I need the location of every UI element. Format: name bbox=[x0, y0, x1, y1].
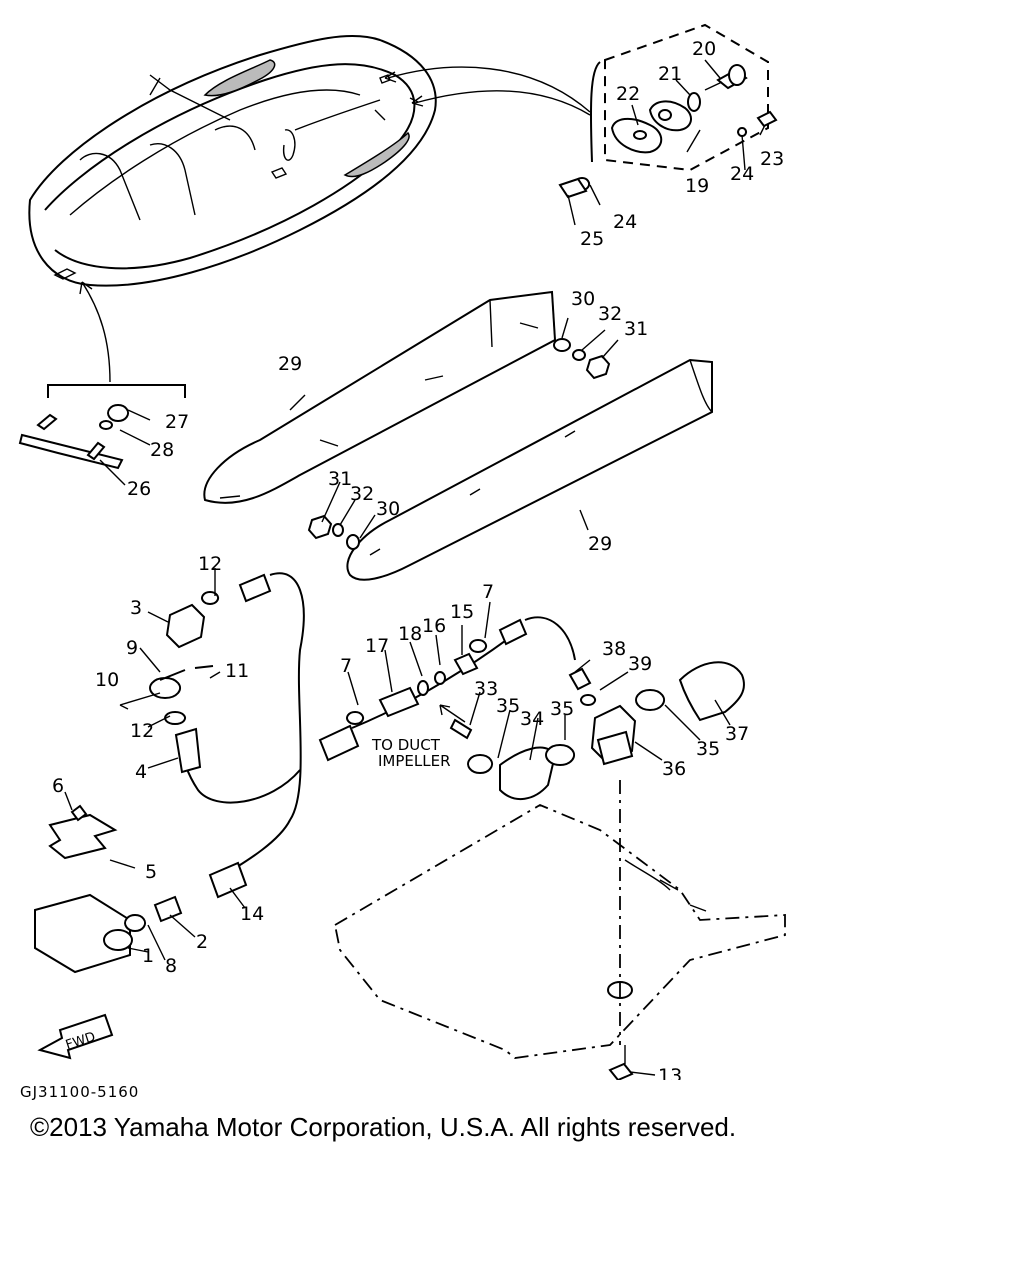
to-duct-label: TO DUCT bbox=[371, 736, 441, 754]
callout-28: 28 bbox=[150, 439, 174, 461]
right-fittings bbox=[467, 661, 745, 800]
callout-31: 31 bbox=[328, 468, 352, 490]
callout-19: 19 bbox=[685, 175, 709, 197]
left-plumbing-group bbox=[34, 572, 521, 974]
callout-34: 34 bbox=[520, 708, 544, 730]
callout-18: 18 bbox=[398, 623, 422, 645]
callout-24: 24 bbox=[613, 211, 637, 233]
leader-arrow bbox=[414, 90, 591, 116]
callout-8: 8 bbox=[165, 955, 177, 977]
callout-32: 32 bbox=[350, 483, 374, 505]
callout-36: 36 bbox=[662, 758, 686, 780]
callout-31: 31 bbox=[624, 318, 648, 340]
callout-15: 15 bbox=[450, 601, 474, 623]
callout-1: 1 bbox=[142, 945, 154, 967]
callout-7: 7 bbox=[340, 655, 352, 677]
callout-37: 37 bbox=[725, 723, 749, 745]
callout-30: 30 bbox=[376, 498, 400, 520]
callout-29: 29 bbox=[278, 353, 302, 375]
sponson-29-lower bbox=[346, 358, 713, 581]
callout-10: 10 bbox=[95, 669, 119, 691]
callout-4: 4 bbox=[135, 761, 147, 783]
callout-32: 32 bbox=[598, 303, 622, 325]
callout-29: 29 bbox=[588, 533, 612, 555]
callout-13: 13 bbox=[658, 1065, 682, 1080]
callout-35: 35 bbox=[696, 738, 720, 760]
leader-arrow bbox=[387, 66, 591, 113]
callout-12: 12 bbox=[130, 720, 154, 742]
callout-20: 20 bbox=[692, 38, 716, 60]
callout-38: 38 bbox=[602, 638, 626, 660]
callout-26: 26 bbox=[127, 478, 151, 500]
sponson-hardware bbox=[307, 338, 611, 550]
callout-35: 35 bbox=[550, 698, 574, 720]
callout-6: 6 bbox=[52, 775, 64, 797]
callout-7: 7 bbox=[482, 581, 494, 603]
callout-16: 16 bbox=[422, 615, 446, 637]
deck-plate bbox=[333, 780, 786, 1080]
callout-24: 24 bbox=[730, 163, 754, 185]
callout-23: 23 bbox=[760, 148, 784, 170]
callout-14: 14 bbox=[240, 903, 264, 925]
callout-12: 12 bbox=[198, 553, 222, 575]
watercraft-hull bbox=[28, 35, 437, 287]
impeller-label: IMPELLER bbox=[378, 752, 451, 770]
center-fittings bbox=[346, 616, 576, 740]
callout-22: 22 bbox=[616, 83, 640, 105]
callout-5: 5 bbox=[145, 861, 157, 883]
drain-plug-group bbox=[558, 23, 778, 199]
callout-3: 3 bbox=[130, 597, 142, 619]
callout-30: 30 bbox=[571, 288, 595, 310]
callout-11: 11 bbox=[225, 660, 249, 682]
callout-25: 25 bbox=[580, 228, 604, 250]
bracket-26 bbox=[18, 384, 186, 470]
fwd-arrow-icon: FWD bbox=[37, 1013, 114, 1060]
callout-2: 2 bbox=[196, 931, 208, 953]
sponson-29-upper bbox=[203, 290, 557, 504]
callout-9: 9 bbox=[126, 637, 138, 659]
callout-33: 33 bbox=[474, 678, 498, 700]
diagram-code: GJ31100-5160 bbox=[20, 1083, 140, 1101]
callout-21: 21 bbox=[658, 63, 682, 85]
callout-39: 39 bbox=[628, 653, 652, 675]
callout-35: 35 bbox=[496, 695, 520, 717]
parts-diagram: FWD 20 21 22 23 24 19 24 25 27 28 26 30 bbox=[18, 23, 786, 1080]
callout-27: 27 bbox=[165, 411, 189, 433]
callouts: 20 21 22 23 24 19 24 25 27 28 26 30 32 3… bbox=[52, 38, 784, 1080]
callout-17: 17 bbox=[365, 635, 389, 657]
leader-lines bbox=[64, 59, 766, 1076]
copyright-notice: ©2013 Yamaha Motor Corporation, U.S.A. A… bbox=[30, 1112, 737, 1142]
